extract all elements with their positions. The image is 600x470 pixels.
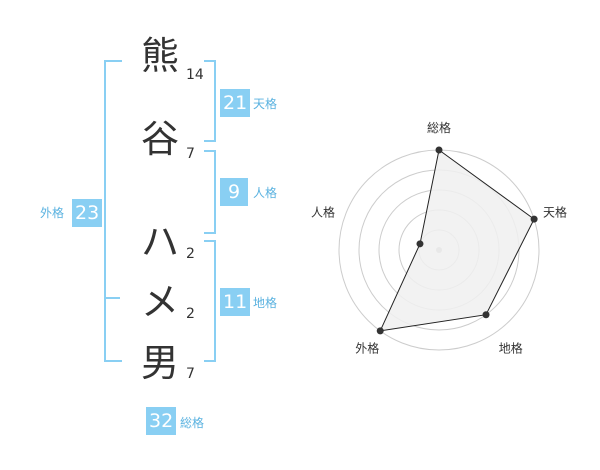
tenkaku-value-badge: 21 xyxy=(220,89,251,117)
radar-axis-label-2: 天格 xyxy=(543,204,567,219)
radar-point-4 xyxy=(376,327,384,335)
radar-axis-label-1: 総格 xyxy=(427,120,451,135)
stroke-count-5: 7 xyxy=(186,366,195,382)
gaikaku-bracket-mid xyxy=(104,297,120,299)
radar-point-2 xyxy=(530,215,538,223)
soukaku-label: 総格 xyxy=(180,416,205,430)
radar-points xyxy=(376,146,538,335)
jinkaku-value-badge: 9 xyxy=(220,178,248,206)
radar-axis-label-3: 地格 xyxy=(499,341,523,356)
name-char-5: 男 xyxy=(140,341,179,385)
radar-axis-label-4: 外格 xyxy=(355,341,379,356)
stroke-count-4: 2 xyxy=(186,306,195,322)
radar-point-5 xyxy=(416,240,424,248)
tenkaku-label: 天格 xyxy=(253,97,278,111)
name-char-2: 谷 xyxy=(140,117,179,161)
chikaku-bracket xyxy=(204,240,216,362)
name-char-3: ハ xyxy=(140,220,179,264)
soukaku-value-badge: 32 xyxy=(146,407,177,435)
chikaku-value-badge: 11 xyxy=(220,288,251,316)
jinkaku-bracket xyxy=(204,150,216,234)
gaikaku-label: 外格 xyxy=(40,206,65,220)
gaikaku-value-badge: 23 xyxy=(72,199,103,227)
stroke-count-1: 14 xyxy=(186,67,204,83)
jinkaku-label: 人格 xyxy=(253,186,278,200)
radar-point-3 xyxy=(482,311,490,319)
radar-shape xyxy=(379,149,535,332)
stroke-count-3: 2 xyxy=(186,246,195,262)
gaikaku-bracket xyxy=(104,60,122,362)
name-char-1: 熊 xyxy=(140,34,179,78)
stroke-count-2: 7 xyxy=(186,146,195,162)
chikaku-label: 地格 xyxy=(253,296,278,310)
radar-axis-label-5: 人格 xyxy=(311,204,335,219)
name-char-4: メ xyxy=(140,280,179,324)
tenkaku-bracket xyxy=(204,60,216,142)
radar-point-1 xyxy=(435,146,443,154)
